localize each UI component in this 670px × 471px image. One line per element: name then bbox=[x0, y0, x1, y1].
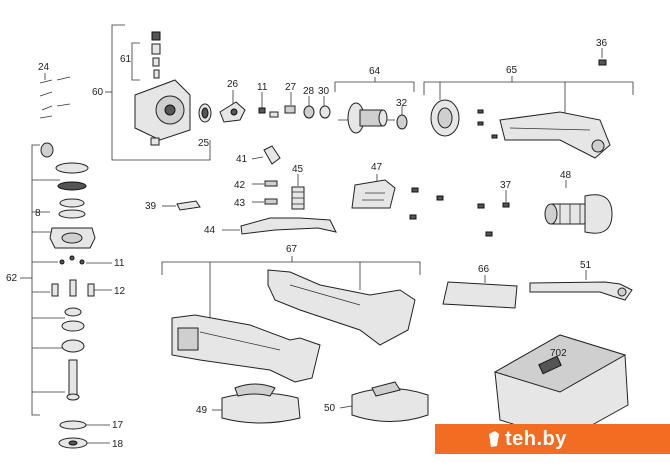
label-27: 27 bbox=[285, 82, 297, 93]
label-51: 51 bbox=[580, 260, 592, 271]
rotor-64 bbox=[334, 77, 415, 134]
label-61: 61 bbox=[120, 54, 132, 65]
label-65: 65 bbox=[506, 65, 518, 76]
label-12: 12 bbox=[114, 286, 126, 297]
housing-65 bbox=[423, 76, 634, 159]
label-32: 32 bbox=[396, 98, 408, 109]
side-handle-48 bbox=[544, 180, 613, 234]
slider-47 bbox=[351, 174, 396, 209]
label-67: 67 bbox=[286, 244, 298, 255]
label-11-left: 11 bbox=[114, 258, 125, 269]
label-60: 60 bbox=[92, 87, 104, 98]
teh-logo-icon bbox=[489, 431, 499, 447]
label-48: 48 bbox=[560, 170, 572, 181]
switch-parts bbox=[251, 145, 305, 210]
label-49: 49 bbox=[196, 405, 208, 416]
label-62: 62 bbox=[6, 273, 18, 284]
group-60-bracket bbox=[105, 24, 212, 161]
housing-halves-67 bbox=[161, 256, 421, 383]
carry-case-702 bbox=[493, 334, 629, 441]
label-28: 28 bbox=[303, 86, 315, 97]
label-50: 50 bbox=[324, 403, 336, 414]
label-36: 36 bbox=[596, 38, 608, 49]
label-41: 41 bbox=[236, 154, 248, 165]
lever-44 bbox=[222, 217, 337, 235]
label-702: 702 bbox=[550, 348, 567, 359]
guard-50 bbox=[339, 381, 429, 422]
label-plate-66 bbox=[442, 281, 518, 309]
label-43: 43 bbox=[234, 198, 246, 209]
label-11-top: 11 bbox=[257, 82, 268, 93]
guard-49 bbox=[212, 383, 301, 424]
label-42: 42 bbox=[234, 180, 246, 191]
screws-37 bbox=[409, 187, 510, 237]
label-37: 37 bbox=[500, 180, 512, 191]
label-64: 64 bbox=[369, 66, 381, 77]
label-17: 17 bbox=[112, 420, 124, 431]
small-parts-26-30 bbox=[219, 90, 331, 123]
label-24: 24 bbox=[38, 62, 50, 73]
teh-by-watermark: teh.by bbox=[435, 424, 670, 454]
label-39: 39 bbox=[145, 201, 157, 212]
watermark-text: teh.by bbox=[505, 427, 567, 450]
spindle-stack-62 bbox=[20, 142, 112, 449]
label-47: 47 bbox=[371, 162, 383, 173]
label-45: 45 bbox=[292, 164, 304, 175]
label-30: 30 bbox=[318, 86, 330, 97]
label-8: 8 bbox=[35, 208, 41, 219]
screws-24 bbox=[39, 73, 71, 119]
part-39 bbox=[176, 200, 201, 211]
screw-36 bbox=[598, 59, 607, 66]
label-25: 25 bbox=[198, 138, 210, 149]
label-18: 18 bbox=[112, 439, 124, 450]
wrench-51 bbox=[529, 270, 633, 301]
label-26: 26 bbox=[227, 79, 239, 90]
label-66: 66 bbox=[478, 264, 490, 275]
label-44: 44 bbox=[204, 225, 216, 236]
